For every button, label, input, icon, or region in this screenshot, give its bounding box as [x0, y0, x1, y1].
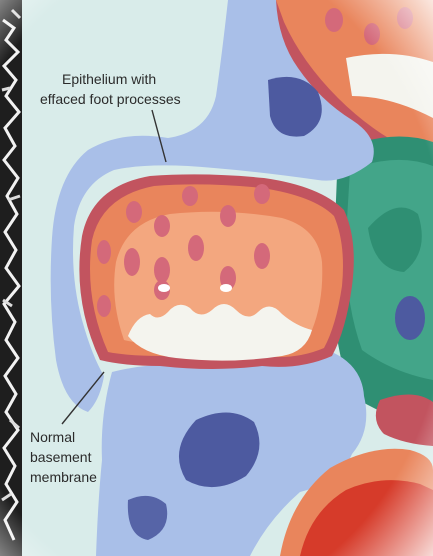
membrane-label-line2: basement: [30, 449, 92, 465]
membrane-label-line1: Normal: [30, 429, 75, 445]
membrane-label-line3: membrane: [30, 469, 97, 485]
epithelium-label-line1: Epithelium with: [62, 71, 156, 87]
epithelium-label-line2: effaced foot processes: [40, 91, 181, 107]
central-capillary-loop: [79, 174, 353, 369]
micrograph-strip: [0, 0, 22, 556]
